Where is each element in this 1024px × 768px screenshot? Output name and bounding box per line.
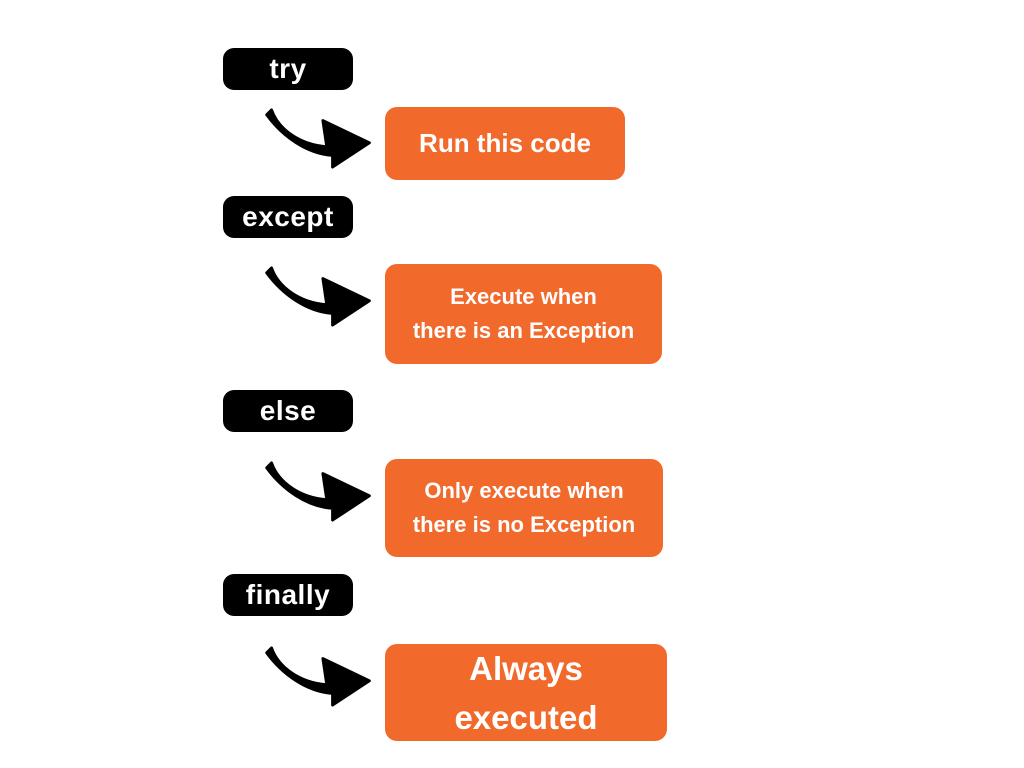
callout-execute-when-exception: Execute when there is an Exception [385, 264, 662, 364]
curved-arrow-icon [265, 460, 373, 522]
curved-arrow-icon [265, 265, 373, 327]
callout-only-execute-no-exception: Only execute when there is no Exception [385, 459, 663, 557]
keyword-badge-finally: finally [223, 574, 353, 616]
keyword-label: else [259, 395, 317, 426]
keyword-badge-except: except [223, 196, 353, 238]
keyword-label: try [269, 53, 307, 84]
callout-line: Always [469, 649, 583, 687]
callout-line: Only execute when [424, 478, 624, 503]
callout-line: Execute when [450, 284, 597, 309]
keyword-label: except [242, 201, 334, 232]
callout-run-this-code: Run this code [385, 107, 625, 180]
keyword-label: finally [245, 579, 331, 610]
keyword-badge-try: try [223, 48, 353, 90]
curved-arrow-icon [265, 645, 373, 707]
callout-line: there is an Exception [412, 318, 635, 343]
keyword-badge-else: else [223, 390, 353, 432]
callout-always-executed: Always executed [385, 644, 667, 741]
curved-arrow-icon [265, 107, 373, 169]
callout-line: there is no Exception [412, 512, 636, 537]
callout-line: executed [454, 698, 598, 736]
callout-line: Run this code [419, 128, 591, 158]
